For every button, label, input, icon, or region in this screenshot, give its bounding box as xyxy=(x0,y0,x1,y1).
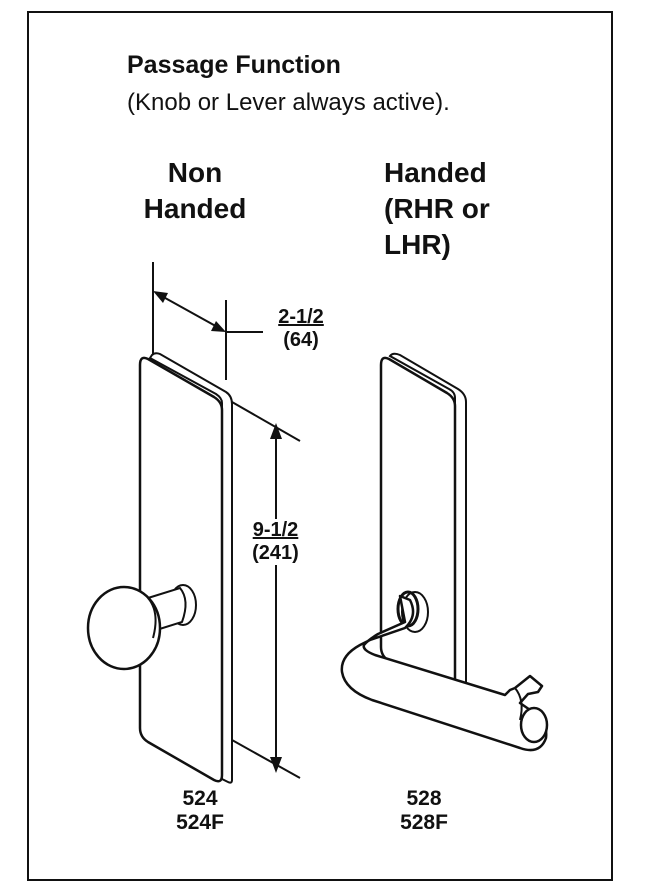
diagram-title: Passage Function xyxy=(127,51,341,79)
knob-model-524: 524 xyxy=(182,787,218,810)
height-dimension-mm: (241) xyxy=(252,542,299,564)
lever-model-528f: 528F xyxy=(400,811,448,834)
knob-model-524f: 524F xyxy=(176,811,224,834)
knob-icon xyxy=(86,585,162,671)
knob-plate-face xyxy=(138,356,224,783)
diagram-frame xyxy=(27,11,613,881)
width-dimension-line xyxy=(157,293,222,330)
lever-model-528: 528 xyxy=(406,787,442,810)
height-arrow-top xyxy=(270,423,282,439)
handed-heading-line3: LHR) xyxy=(384,229,451,260)
handed-heading: Handed (RHR or LHR) xyxy=(384,155,490,263)
diagram-subtitle: (Knob or Lever always active). xyxy=(127,89,450,116)
non-handed-heading-line2: Handed xyxy=(143,193,247,224)
lever-handle-icon xyxy=(340,594,548,752)
handed-heading-line1: Handed xyxy=(384,157,487,188)
height-dimension-inches: 9-1/2 xyxy=(252,519,299,541)
height-extension-line-top xyxy=(231,401,301,442)
width-dimension-inches: 2-1/2 xyxy=(278,306,324,328)
knob-model-numbers: 524 524F xyxy=(150,787,250,835)
width-dimension-mm: (64) xyxy=(283,329,319,351)
width-dimension-label: 2-1/2 (64) xyxy=(266,306,336,352)
lever-model-numbers: 528 528F xyxy=(374,787,474,835)
height-extension-line-bottom xyxy=(231,739,301,779)
knob-plate-edge xyxy=(148,352,233,784)
width-arrow-left xyxy=(153,291,168,303)
width-arrow-right xyxy=(211,321,226,332)
non-handed-heading: Non Handed xyxy=(130,155,260,227)
lever-plate-face xyxy=(379,356,457,698)
height-arrow-bottom xyxy=(270,757,282,773)
lever-end xyxy=(519,706,549,744)
non-handed-heading-line1: Non xyxy=(167,157,223,188)
handed-heading-line2: (RHR or xyxy=(384,193,490,224)
height-dimension-label: 9-1/2 (241) xyxy=(238,519,313,565)
